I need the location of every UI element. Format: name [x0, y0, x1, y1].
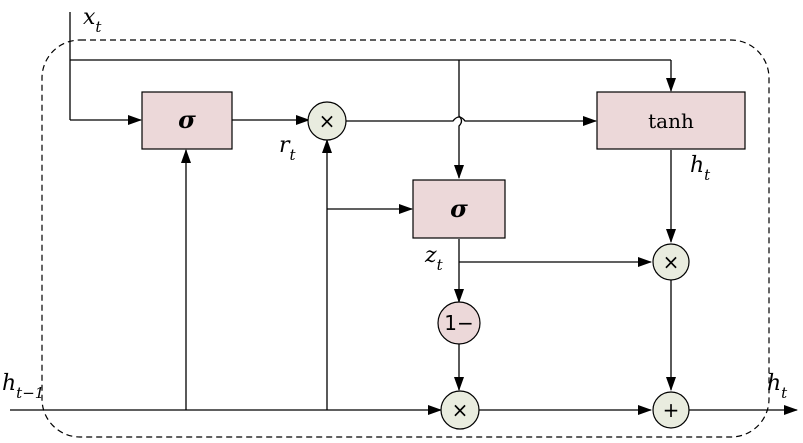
label-x-t: xt [83, 5, 102, 36]
svg-text:+: + [663, 398, 680, 422]
svg-text:tanh: tanh [648, 109, 694, 133]
svg-text:1−: 1− [444, 311, 473, 335]
update-multiply-node: × [652, 243, 690, 281]
svg-text:×: × [663, 250, 680, 274]
reset-gate-box: σ [141, 91, 233, 150]
update-gate-box: σ [412, 179, 506, 239]
label-h-prev: ht−1 [2, 371, 44, 402]
label-h-out: ht [767, 371, 788, 402]
wire-bus-to-update [454, 60, 464, 179]
svg-text:σ: σ [178, 105, 196, 134]
label-r-t: rt [279, 133, 297, 164]
cell-boundary [41, 39, 770, 438]
svg-text:σ: σ [450, 194, 468, 223]
one-minus-node: 1− [437, 301, 481, 345]
candidate-tanh-box: tanh [596, 91, 746, 150]
reset-multiply-node: × [307, 101, 347, 141]
label-z-t: zt [424, 243, 444, 274]
label-h-tilde: ht [690, 153, 711, 184]
svg-text:×: × [452, 398, 469, 422]
svg-text:×: × [319, 109, 336, 133]
add-node: + [652, 391, 690, 429]
prev-multiply-node: × [440, 390, 480, 430]
wire-mult-to-tanh [343, 116, 597, 126]
